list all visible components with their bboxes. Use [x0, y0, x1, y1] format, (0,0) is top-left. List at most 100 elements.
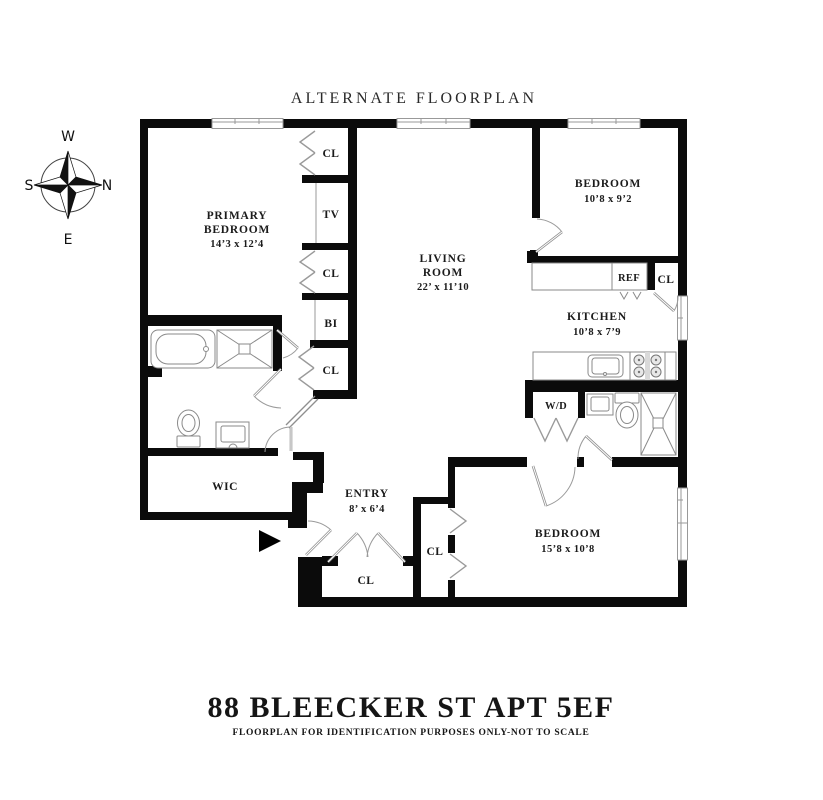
primary-bedroom-label-2: BEDROOM — [204, 224, 270, 236]
bedroom-ne-dims: 10’8 x 9’2 — [584, 194, 632, 205]
closet-label-2: CL — [323, 268, 340, 280]
wall-bedroom-se-top — [448, 457, 527, 467]
wall-bath1-right — [273, 315, 282, 371]
bifold-washer-dryer — [533, 417, 579, 443]
bedroom-se-label: BEDROOM — [535, 528, 601, 540]
window-kitchen — [677, 295, 688, 341]
door-bathroom-2 — [577, 435, 613, 461]
plan-title: ALTERNATE FLOORPLAN — [291, 90, 537, 107]
wall-closet-column-bottom — [313, 390, 357, 399]
toilet-primary — [176, 409, 201, 448]
wall-exterior-bottom — [298, 597, 687, 607]
door-entry-closet-french — [327, 532, 406, 563]
bathtub — [150, 329, 216, 369]
wall-bath2-bottom — [612, 457, 687, 467]
wall-closet-column-right — [348, 128, 357, 399]
window-bedroom-ne — [567, 118, 641, 129]
wall-closet-sep-3 — [302, 293, 357, 300]
entry-dims: 8’ x 6’4 — [349, 504, 385, 515]
wall-entrance-notch — [288, 512, 307, 528]
wall-bedroom-ne-bottom — [532, 256, 687, 263]
toilet-bath2 — [614, 392, 640, 429]
wall-exterior-right — [678, 119, 687, 607]
refrigerator — [611, 262, 648, 301]
wic-label: WIC — [212, 481, 238, 493]
door-bathroom-primary — [253, 368, 282, 409]
primary-bedroom-dims: 14’3 x 12’4 — [210, 239, 264, 250]
wall-closet-sep-4 — [310, 340, 357, 348]
walls — [140, 119, 687, 607]
wall-tub-stub — [148, 366, 162, 377]
wall-living-kitchen-stub — [527, 251, 538, 263]
living-room-label-1: LIVING — [420, 253, 467, 265]
door-entrance — [305, 520, 332, 556]
primary-bedroom-label-1: PRIMARY — [207, 210, 268, 222]
wall-foyer-diagonal-b — [288, 398, 319, 429]
wall-entry-west-c — [292, 493, 307, 512]
ref-label: REF — [618, 273, 640, 284]
window-bedroom-se — [677, 487, 688, 561]
windows — [211, 118, 688, 561]
compass-west: W — [61, 129, 75, 145]
wall-foyer-stub — [293, 452, 324, 460]
bedroom-ne-label: BEDROOM — [575, 178, 641, 190]
wall-bedroom-se-left-b — [448, 535, 455, 553]
footer-disclaimer: FLOORPLAN FOR IDENTIFICATION PURPOSES ON… — [233, 728, 590, 738]
window-primary-bedroom — [211, 118, 284, 129]
wall-closet-sep-2 — [302, 243, 357, 250]
bifold-closet-3 — [297, 345, 315, 391]
wall-kitchen-bottom — [525, 380, 687, 392]
wall-kitchen-cl-stub — [647, 258, 655, 290]
window-living-room — [396, 118, 471, 129]
wall-bedroom-ne-left — [532, 128, 540, 218]
wall-bedroom-se-left-c — [448, 580, 455, 597]
closet-label-3: CL — [323, 365, 340, 377]
living-room-dims: 22’ x 11’10 — [417, 282, 469, 293]
stove — [629, 351, 666, 381]
door-primary-bedroom — [276, 329, 299, 359]
wall-entry-west-a — [313, 460, 324, 483]
kitchen-label: KITCHEN — [567, 311, 627, 323]
compass-east: E — [64, 232, 73, 248]
washer-dryer-label: W/D — [545, 401, 567, 412]
wall-wd-right — [578, 380, 585, 418]
door-bedroom-se — [531, 465, 576, 507]
doors — [253, 130, 679, 579]
compass-north: N — [102, 178, 112, 194]
wall-cl-se-left — [413, 497, 421, 597]
shower-bath2 — [640, 392, 677, 456]
wall-cl-bottom-stub-right — [403, 556, 413, 566]
wall-wd-left — [525, 380, 533, 418]
bifold-closet-se — [449, 508, 468, 579]
door-kitchen-closet — [653, 292, 679, 312]
wall-closet-sep-1 — [302, 175, 357, 183]
kitchen-dims: 10’8 x 7’9 — [573, 327, 621, 338]
labels: ALTERNATE FLOORPLAN PRIMARY BEDROOM 14’3… — [204, 90, 675, 738]
closet-label-kitchen: CL — [658, 274, 675, 286]
wall-entry-west-b — [292, 482, 323, 493]
kitchen-counter-top — [531, 262, 613, 291]
wall-bedroom-se-left-a — [448, 457, 455, 508]
sink-bath2 — [586, 393, 614, 416]
door-bedroom-ne — [535, 218, 563, 254]
closet-label-1: CL — [323, 148, 340, 160]
bi-label: BI — [324, 318, 337, 330]
sink-primary — [215, 421, 250, 449]
wall-cl-se-top — [413, 497, 455, 504]
wall-foyer-diagonal-a — [285, 395, 316, 426]
compass-south: S — [25, 178, 34, 194]
footer-address: 88 BLEECKER ST APT 5EF — [207, 691, 614, 724]
entry-label: ENTRY — [345, 488, 389, 500]
bedroom-se-dims: 15’8 x 10’8 — [541, 544, 594, 555]
kitchen-sink — [587, 354, 624, 378]
fixtures — [150, 262, 677, 456]
compass-rose-icon: W N E S — [25, 129, 113, 248]
wall-door-stub — [577, 457, 584, 467]
door-wic — [264, 426, 293, 453]
bifold-closet-2 — [298, 250, 316, 294]
closet-label-se: CL — [427, 546, 444, 558]
wall-entry-corner — [298, 557, 322, 605]
entry-arrow-icon — [259, 530, 281, 552]
